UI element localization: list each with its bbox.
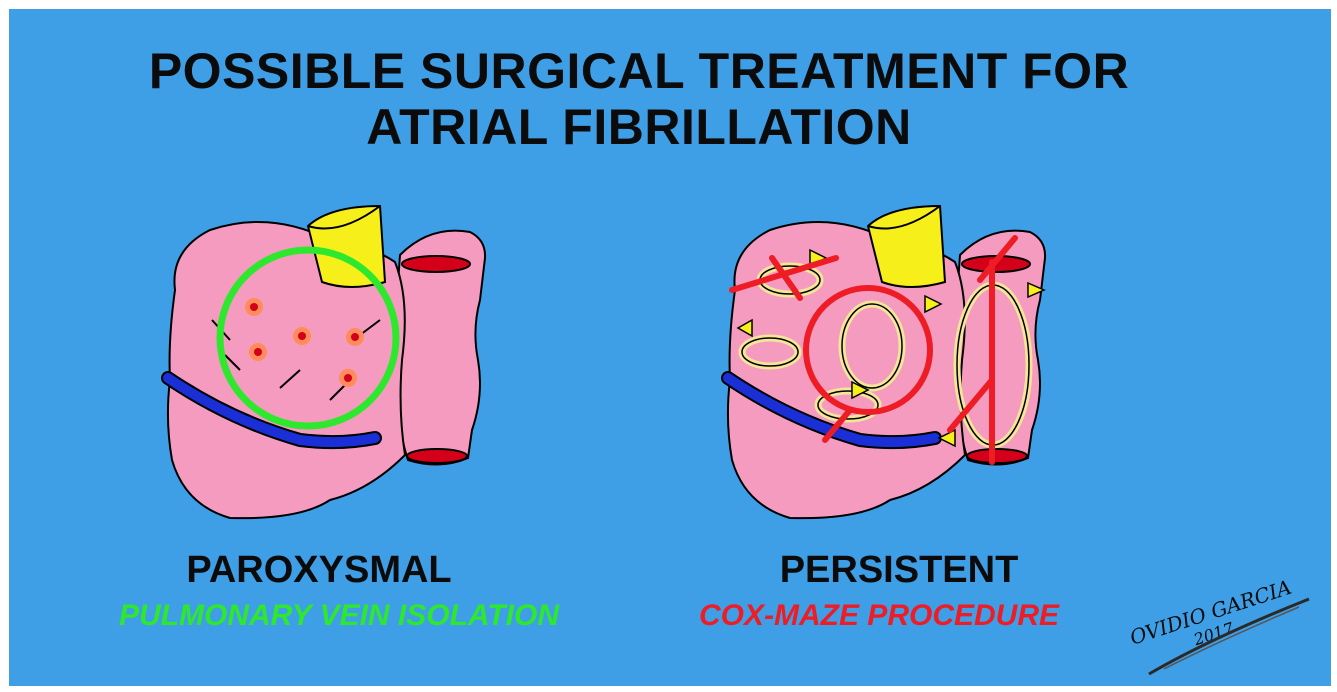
left-heading: PAROXYSMAL: [169, 549, 469, 592]
left-subheading: PULMONARY VEIN ISOLATION: [89, 599, 589, 633]
aorta-right: [868, 206, 945, 287]
heart-left: [168, 206, 485, 518]
signature: OVIDIO GARCIA 2017: [1119, 549, 1319, 686]
right-heading: PERSISTENT: [749, 549, 1049, 592]
right-subheading: COX-MAZE PROCEDURE: [669, 599, 1089, 633]
heart-right: [728, 206, 1045, 518]
ivc-bottom-left: [407, 449, 467, 463]
svc-top-left: [402, 256, 470, 272]
diagram-canvas: POSSIBLE SURGICAL TREATMENT FOR ATRIAL F…: [9, 9, 1331, 686]
